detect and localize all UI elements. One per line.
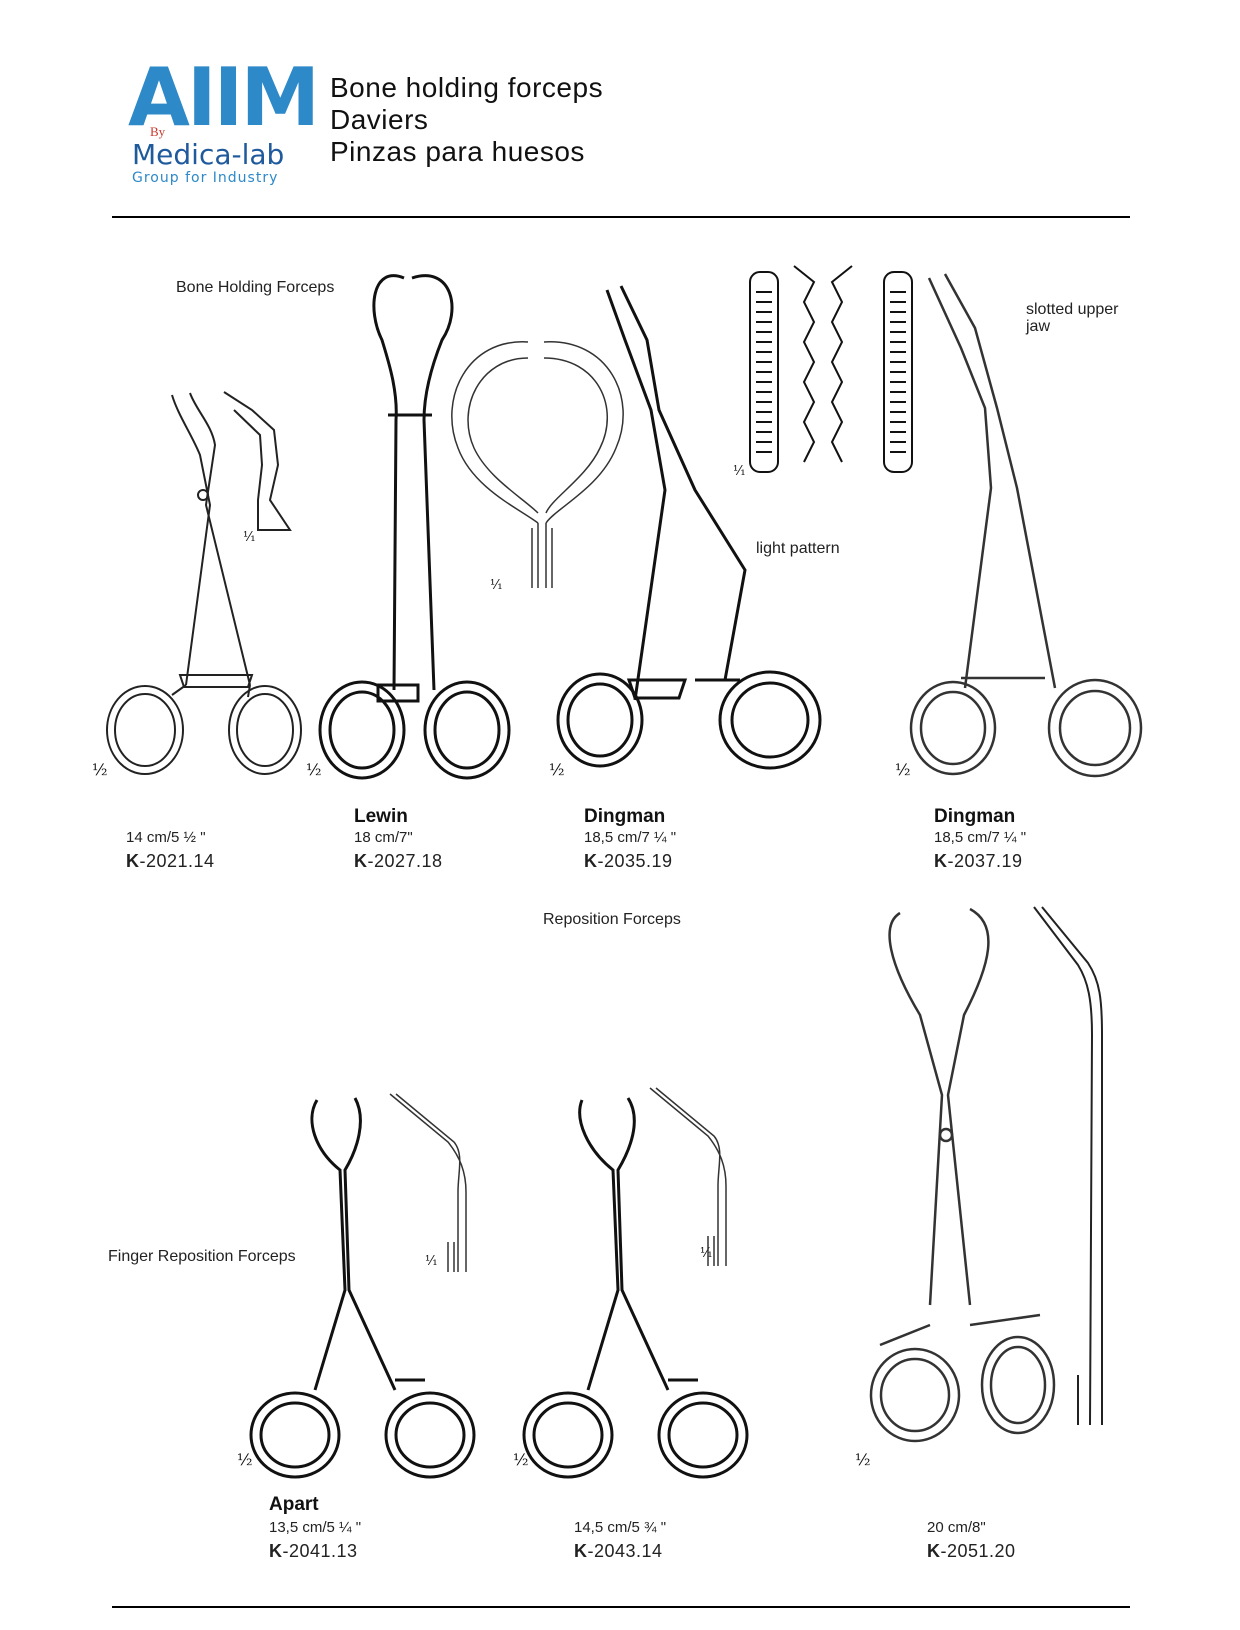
footer-divider bbox=[112, 1606, 1130, 1608]
product-dingman-2035-name: Dingman bbox=[584, 806, 666, 827]
product-lewin-name: Lewin bbox=[354, 806, 408, 827]
product-2043-size: 14,5 cm/5 ¾ " bbox=[574, 1519, 667, 1536]
forceps-apart-2041-illustration bbox=[245, 1090, 485, 1490]
jaw-detail-2043-icon bbox=[648, 1086, 738, 1266]
product-apart-size: 13,5 cm/5 ¼ " bbox=[269, 1519, 362, 1536]
logo-group-tagline: Group for Industry bbox=[132, 170, 279, 186]
product-dingman-2035-code: K-2035.19 bbox=[584, 851, 673, 871]
scale-full-1: ⅟₁ bbox=[243, 530, 256, 545]
jaw-detail-2051-icon bbox=[1032, 905, 1112, 1425]
product-lewin-code: K-2027.18 bbox=[354, 851, 443, 871]
section-bone-holding: Bone Holding Forceps bbox=[176, 279, 335, 296]
scale-full-3: ⅟₁ bbox=[733, 464, 746, 479]
page-title-line3: Pinzas para huesos bbox=[330, 136, 585, 167]
product-dingman-2037-size: 18,5 cm/7 ¼ " bbox=[934, 829, 1027, 846]
product-lewin-size: 18 cm/7" bbox=[354, 829, 413, 846]
jaw-detail-2041-icon bbox=[388, 1092, 478, 1272]
forceps-dingman-2037-illustration bbox=[905, 268, 1145, 788]
logo-medica-lab: Medica-lab bbox=[132, 138, 285, 171]
product-2051-size: 20 cm/8" bbox=[927, 1519, 986, 1536]
note-slotted-jaw: slotted upper jaw bbox=[1026, 301, 1119, 335]
scale-full-5: ⅟₁ bbox=[700, 1246, 713, 1261]
note-light-pattern: light pattern bbox=[756, 540, 840, 557]
scale-half-7: ½ bbox=[855, 1450, 871, 1469]
product-dingman-2037-code: K-2037.19 bbox=[934, 851, 1023, 871]
scale-half-4: ½ bbox=[895, 760, 911, 779]
page-title-line2: Daviers bbox=[330, 104, 429, 135]
header-divider bbox=[112, 216, 1130, 218]
scale-half-3: ½ bbox=[549, 760, 565, 779]
page-title-line1: Bone holding forceps bbox=[330, 72, 604, 103]
product-2021-code: K-2021.14 bbox=[126, 851, 215, 871]
logo-by: By bbox=[150, 124, 166, 139]
jaw-pattern-detail-icon bbox=[748, 262, 918, 482]
jaw-detail-lewin-icon bbox=[448, 338, 628, 598]
forceps-lewin-illustration bbox=[312, 270, 512, 790]
scale-half-1: ½ bbox=[92, 760, 108, 779]
product-2043-code: K-2043.14 bbox=[574, 1541, 663, 1561]
forceps-2021-illustration bbox=[100, 385, 310, 785]
product-dingman-2035-size: 18,5 cm/7 ¼ " bbox=[584, 829, 677, 846]
product-2051-code: K-2051.20 bbox=[927, 1541, 1016, 1561]
scale-full-2: ⅟₁ bbox=[490, 578, 503, 593]
section-reposition: Reposition Forceps bbox=[543, 911, 681, 928]
scale-half-5: ½ bbox=[237, 1450, 253, 1469]
product-apart-name: Apart bbox=[269, 1494, 319, 1515]
section-finger-reposition: Finger Reposition Forceps bbox=[108, 1248, 296, 1265]
product-apart-code: K-2041.13 bbox=[269, 1541, 358, 1561]
scale-half-2: ½ bbox=[306, 760, 322, 779]
forceps-dingman-2035-illustration bbox=[555, 280, 845, 790]
product-2021-size: 14 cm/5 ½ " bbox=[126, 829, 206, 846]
scale-half-6: ½ bbox=[513, 1450, 529, 1469]
forceps-2051-illustration bbox=[860, 905, 1060, 1465]
jaw-detail-2021-icon bbox=[222, 390, 302, 550]
product-dingman-2037-name: Dingman bbox=[934, 806, 1016, 827]
logo-aiim: AIIM bbox=[128, 51, 320, 144]
scale-full-4: ⅟₁ bbox=[425, 1254, 438, 1269]
forceps-2043-illustration bbox=[518, 1090, 758, 1490]
